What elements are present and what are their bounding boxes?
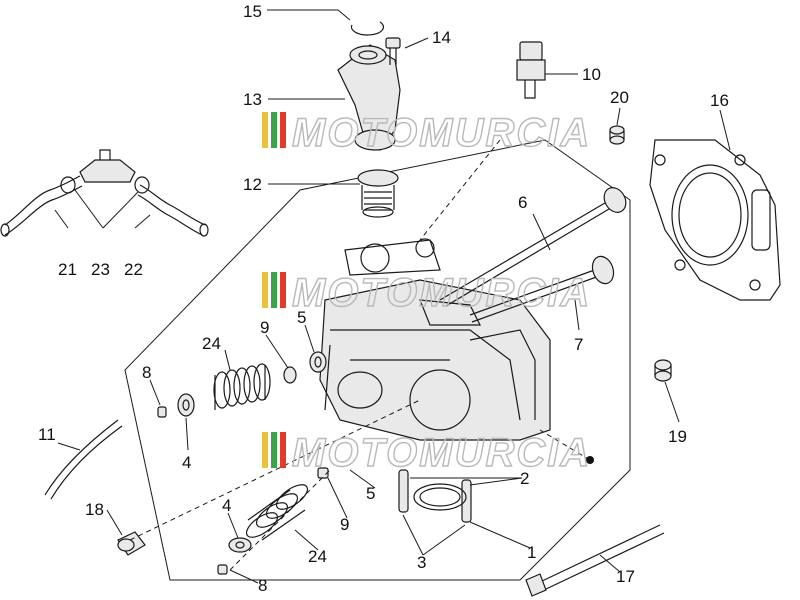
valve-spring-24-lower: [245, 484, 309, 541]
callout-1: 1: [527, 543, 536, 562]
coolant-pipe-21: [0, 175, 83, 237]
callout-23: 23: [91, 260, 110, 279]
thermostat-housing: [337, 44, 401, 151]
callout-12: 12: [243, 175, 262, 194]
coolant-pipe-22: [137, 184, 209, 237]
spring-retainer-4-lower: [228, 537, 252, 553]
watermark-middle: MOTOMURCIA: [262, 270, 591, 316]
callout-24-lower: 24: [308, 547, 327, 566]
watermark-bottom: MOTOMURCIA: [262, 430, 591, 476]
leader-lines: [54, 9, 731, 584]
cylinder-head: [319, 238, 551, 441]
callout-16: 16: [710, 91, 729, 110]
hose-clamps-23: [60, 149, 150, 194]
callout-8-upper: 8: [142, 363, 151, 382]
temperature-sensor: [516, 41, 546, 99]
callout-7: 7: [574, 335, 583, 354]
head-gasket: [649, 139, 781, 301]
bushing-19: [654, 359, 672, 382]
callout-13: 13: [243, 90, 262, 109]
thermostat: [357, 169, 399, 218]
callout-4-lower: 4: [222, 496, 231, 515]
watermark-text: MOTOMURCIA: [292, 431, 591, 475]
valve-spring-24-upper: [213, 363, 271, 410]
callout-18: 18: [85, 500, 104, 519]
valve-keeper-8-lower: [217, 564, 228, 575]
spring-seat-9-lower: [317, 467, 329, 479]
spring-seat-9-upper: [283, 366, 297, 384]
callout-11: 11: [38, 425, 56, 444]
center-lines: [129, 139, 591, 571]
watermark-stripe: [271, 432, 277, 468]
housing-bolt-14: [385, 37, 401, 65]
callout-10: 10: [582, 65, 601, 84]
intake-valve-7: [469, 255, 615, 323]
callout-24-upper: 24: [202, 334, 221, 353]
callout-21: 21: [58, 260, 77, 279]
callout-20: 20: [610, 88, 629, 107]
callout-4-upper: 4: [182, 453, 191, 472]
callout-8-lower: 8: [258, 576, 267, 595]
bushing-20: [609, 125, 625, 145]
callout-6: 6: [518, 193, 527, 212]
callout-3: 3: [417, 553, 426, 572]
head-bolt-17: [525, 524, 665, 597]
hose-clip-15: [350, 21, 385, 36]
callout-2: 2: [520, 469, 529, 488]
callout-9-lower: 9: [340, 515, 349, 534]
breather-hose-11: [44, 419, 123, 500]
dowel-pins-2: [398, 469, 472, 523]
spring-retainer-4-upper: [177, 393, 195, 417]
watermark-top: MOTOMURCIA: [262, 110, 591, 156]
callout-9-upper: 9: [260, 318, 269, 337]
callout-5-upper: 5: [297, 308, 306, 327]
callout-15: 15: [243, 2, 262, 21]
callout-19: 19: [668, 427, 687, 446]
callout-17: 17: [616, 567, 635, 586]
valve-keeper-8-upper: [157, 406, 167, 418]
watermark-stripe: [280, 272, 286, 308]
watermark-text: MOTOMURCIA: [292, 271, 591, 315]
watermark-stripe: [280, 112, 286, 148]
watermark-stripe: [262, 112, 268, 148]
valve-seal-5-upper: [309, 351, 327, 373]
watermark-stripe: [271, 272, 277, 308]
watermark-stripe: [271, 112, 277, 148]
watermark-stripe: [262, 272, 268, 308]
callout-14: 14: [432, 28, 451, 47]
callout-22: 22: [124, 260, 143, 279]
reference-dot: [586, 456, 594, 464]
callout-5-lower: 5: [366, 484, 375, 503]
plug-18: [117, 531, 146, 556]
assembly-outline: [124, 139, 631, 581]
callout-labels: 15 14 10 20 16 13 12 6 21 23 22 7 24 9 5…: [38, 2, 729, 595]
exhaust-valve-6: [439, 187, 627, 307]
watermark-stripe: [280, 432, 286, 468]
watermark-stripe: [262, 432, 268, 468]
watermark-text: MOTOMURCIA: [292, 111, 591, 155]
